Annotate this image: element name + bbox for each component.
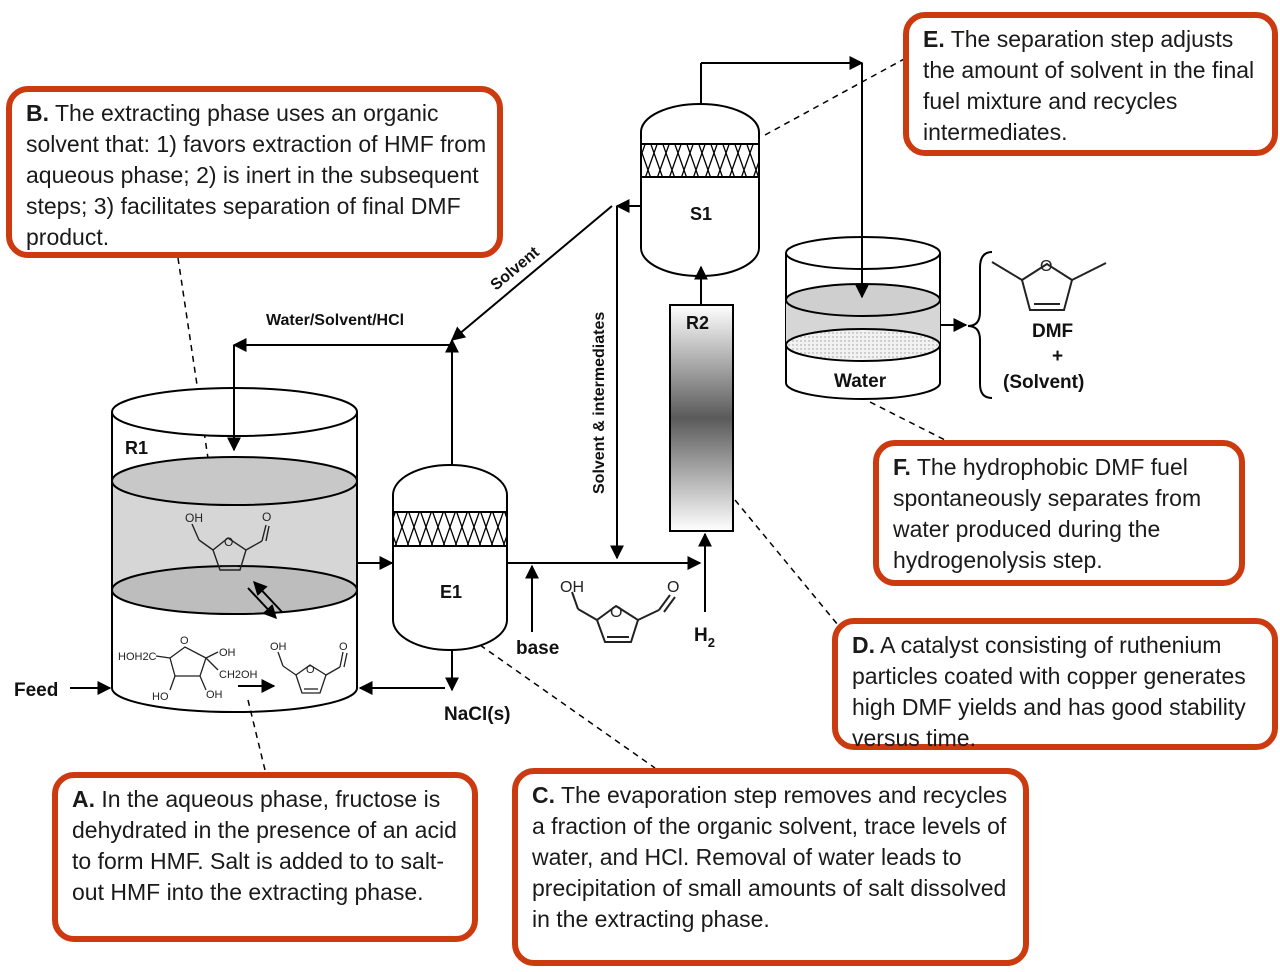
callout-a-text: In the aqueous phase, fructose is dehydr… <box>72 786 457 905</box>
r1-label: R1 <box>125 438 148 458</box>
equilibrium-arrow-up <box>253 580 283 613</box>
callout-e-text: The separation step adjusts the amount o… <box>923 26 1255 145</box>
hmf-molecule-aqueous <box>277 651 348 694</box>
fructose-hoh2c-label: HOH2C <box>118 651 157 663</box>
reactor-r2: R2 <box>669 304 734 532</box>
hmf2-o-label: O <box>306 664 315 676</box>
callout-e: E. The separation step adjusts the amoun… <box>903 12 1278 156</box>
callout-d-text: A catalyst consisting of ruthenium parti… <box>852 632 1246 751</box>
fructose-o-label: O <box>180 635 189 647</box>
plus-label: + <box>1052 346 1063 367</box>
hmf2-oh-label: OH <box>270 641 287 653</box>
leader-b <box>177 257 216 506</box>
solvent-recycle-arrow <box>450 205 613 341</box>
callout-b: B. The extracting phase uses an organic … <box>6 86 503 258</box>
hmf2-aldehyde-o-label: O <box>339 641 348 653</box>
hmf-aldehyde-o-label: O <box>262 510 271 524</box>
leader-c <box>479 644 656 769</box>
callout-b-letter: B. <box>26 100 49 126</box>
r2-label: R2 <box>686 313 709 333</box>
callout-f-letter: F. <box>893 454 911 480</box>
e1-label: E1 <box>440 582 462 602</box>
callout-d: D. A catalyst consisting of ruthenium pa… <box>832 618 1278 751</box>
hmf-molecule-organic <box>191 523 270 571</box>
callout-c-text: The evaporation step removes and recycle… <box>532 782 1008 932</box>
leader-e <box>764 57 907 136</box>
separator-s1: S1 <box>640 103 760 277</box>
fructose-molecule <box>155 646 219 691</box>
dmf-o-label: O <box>1040 258 1052 275</box>
solvent-product-label: (Solvent) <box>1003 372 1084 393</box>
recycle-label: Water/Solvent/HCl <box>266 312 404 329</box>
feed-label: Feed <box>14 680 58 701</box>
callout-a-letter: A. <box>72 786 95 812</box>
callout-e-letter: E. <box>923 26 945 52</box>
leader-d <box>734 499 839 626</box>
hmf-o-label: O <box>224 535 233 549</box>
flow-streams <box>70 56 968 695</box>
callout-c-letter: C. <box>532 782 555 808</box>
fructose-ho-label: HO <box>152 691 169 703</box>
callout-c: C. The evaporation step removes and recy… <box>512 768 1029 966</box>
callout-f-text: The hydrophobic DMF fuel spontaneously s… <box>893 454 1202 573</box>
evaporator-e1: E1 <box>392 464 508 651</box>
h2-label: H2 <box>694 625 715 650</box>
decanter: Water <box>785 236 941 400</box>
leader-lines <box>177 57 946 771</box>
hmf3-oh-label: OH <box>560 579 584 596</box>
base-label: base <box>516 638 559 659</box>
fructose-ch2oh-label: CH2OH <box>219 669 258 681</box>
hmf-molecule-stream <box>571 591 676 643</box>
dmf-label: DMF <box>1032 321 1073 342</box>
callout-d-letter: D. <box>852 632 875 658</box>
product-brace <box>967 251 993 399</box>
fructose-oh-label: OH <box>219 647 236 659</box>
equilibrium-arrow-down <box>247 587 277 620</box>
callout-a: A. In the aqueous phase, fructose is deh… <box>52 772 478 942</box>
callout-b-text: The extracting phase uses an organic sol… <box>26 100 487 250</box>
intermediates-label: Solvent & intermediates <box>591 312 608 494</box>
leader-f <box>869 401 946 441</box>
dmf-molecule <box>991 261 1107 311</box>
hmf3-aldehyde-o-label: O <box>667 579 679 596</box>
nacl-label: NaCl(s) <box>444 704 511 725</box>
hmf-oh-label: OH <box>185 511 203 525</box>
fructose-oh2-label: OH <box>206 689 223 701</box>
hmf3-o-label: O <box>610 604 622 621</box>
water-label: Water <box>834 371 887 392</box>
s1-label: S1 <box>690 204 712 224</box>
callout-f: F. The hydrophobic DMF fuel spontaneousl… <box>873 440 1245 586</box>
